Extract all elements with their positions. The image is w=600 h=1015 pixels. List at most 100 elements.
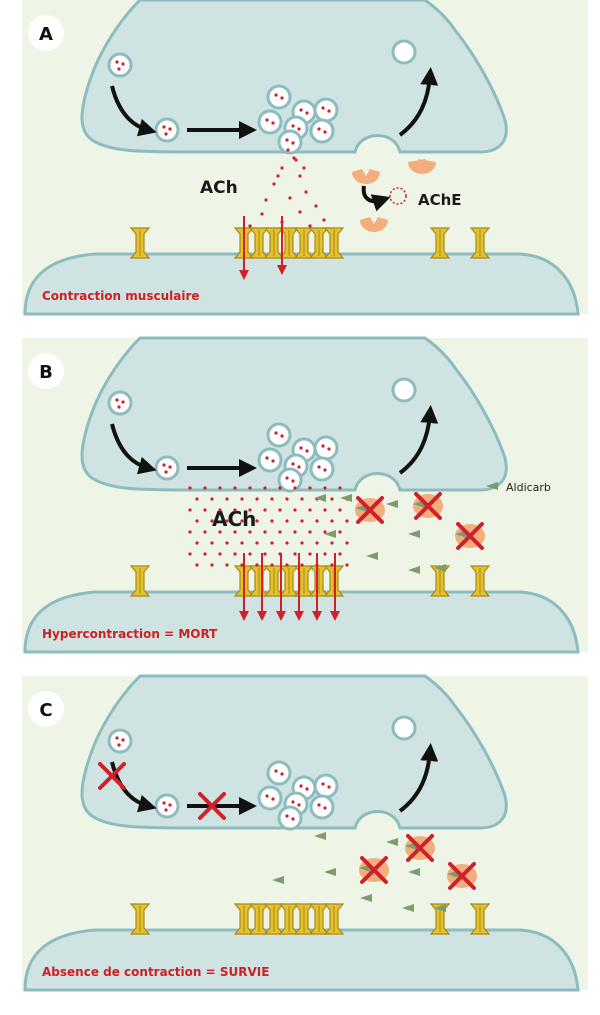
ach-dot <box>323 130 327 134</box>
ach-dot <box>115 60 119 64</box>
recycle-arrow <box>398 743 439 813</box>
ach-dot <box>162 463 166 467</box>
ach-molecule <box>308 530 312 534</box>
ach-molecule <box>330 519 334 523</box>
vesicle <box>277 129 303 155</box>
ach-dot <box>321 782 325 786</box>
ach-molecule <box>308 486 312 490</box>
ach-dot <box>291 817 295 821</box>
vesicle <box>309 456 335 482</box>
vesicle <box>266 422 292 448</box>
ach-molecule <box>304 190 308 194</box>
ach-molecule <box>270 563 274 567</box>
aldicarb-molecule <box>360 894 372 902</box>
receptor-group <box>129 903 491 935</box>
ach-dot <box>271 459 275 463</box>
receptor <box>429 565 451 597</box>
aldicarb-molecule <box>434 564 446 572</box>
ach-molecule <box>218 486 222 490</box>
ach-molecule <box>322 218 326 222</box>
empty-vesicle <box>391 39 417 65</box>
ach-molecule <box>345 563 349 567</box>
ach-dot <box>168 127 172 131</box>
ach-molecule <box>240 497 244 501</box>
receptor <box>323 227 345 259</box>
presynaptic-terminal <box>80 0 508 154</box>
ache-label: AChE <box>418 191 462 209</box>
vesicle <box>266 760 292 786</box>
ach-dot <box>280 772 284 776</box>
vesicle <box>154 117 180 143</box>
ach-molecule <box>270 497 274 501</box>
aldicarb-molecule <box>366 552 378 560</box>
receptor <box>429 903 451 935</box>
ach-molecule <box>203 530 207 534</box>
presynaptic-terminal <box>80 336 508 492</box>
ach-molecule <box>260 212 264 216</box>
ach-dot <box>291 141 295 145</box>
ach-dot <box>265 794 269 798</box>
ach-molecule <box>300 519 304 523</box>
ach-molecule <box>248 508 252 512</box>
ach-molecule <box>338 508 342 512</box>
ach-dot <box>327 109 331 113</box>
aldicarb-molecule <box>386 500 398 508</box>
receptor <box>429 227 451 259</box>
ach-molecule <box>280 166 284 170</box>
receptor <box>469 227 491 259</box>
ach-molecule <box>218 508 222 512</box>
ach-dot <box>305 449 309 453</box>
ach-molecule <box>278 530 282 534</box>
ach-dot <box>291 800 295 804</box>
ach-molecule <box>195 519 199 523</box>
vesicle <box>313 435 339 461</box>
ach-molecule <box>285 497 289 501</box>
ach-molecule <box>323 530 327 534</box>
vesicle <box>277 805 303 831</box>
ach-molecule <box>225 519 229 523</box>
ach-dot <box>271 797 275 801</box>
ach-molecule <box>338 552 342 556</box>
ach-dot <box>297 803 301 807</box>
aldicarb-molecule <box>314 494 326 502</box>
block-cross <box>360 856 388 884</box>
ach-dot <box>285 814 289 818</box>
ach-molecule <box>240 563 244 567</box>
ach-dot <box>115 398 119 402</box>
ach-molecule <box>323 552 327 556</box>
aldicarb-molecule <box>386 838 398 846</box>
ach-molecule <box>278 486 282 490</box>
postsynaptic-muscle <box>23 590 580 654</box>
ach-dot <box>265 118 269 122</box>
vesicle <box>154 793 180 819</box>
ach-molecule <box>285 519 289 523</box>
panel-caption: Absence de contraction = SURVIE <box>42 965 269 979</box>
ach-molecule <box>300 541 304 545</box>
ach-molecule <box>300 563 304 567</box>
panel-letter: B <box>39 362 53 383</box>
panel-caption: Contraction musculaire <box>42 289 200 303</box>
ach-molecule <box>233 552 237 556</box>
ach-molecule <box>188 486 192 490</box>
panel-letter: A <box>39 24 53 45</box>
ach-dot <box>305 111 309 115</box>
ach-dot <box>164 808 168 812</box>
vesicle <box>313 773 339 799</box>
ach-molecule <box>263 508 267 512</box>
ache-enzyme <box>408 159 436 174</box>
receptor <box>129 227 151 259</box>
ach-molecule <box>323 508 327 512</box>
ach-dot <box>305 787 309 791</box>
ach-molecule <box>210 541 214 545</box>
receptor <box>129 903 151 935</box>
ach-molecule <box>302 166 306 170</box>
ach-molecule <box>308 224 312 228</box>
block-cross <box>448 862 476 890</box>
ach-molecule <box>225 563 229 567</box>
ach-dot <box>162 125 166 129</box>
ach-molecule <box>210 497 214 501</box>
ach-molecule <box>293 508 297 512</box>
ach-dot <box>274 93 278 97</box>
ach-molecule <box>233 530 237 534</box>
